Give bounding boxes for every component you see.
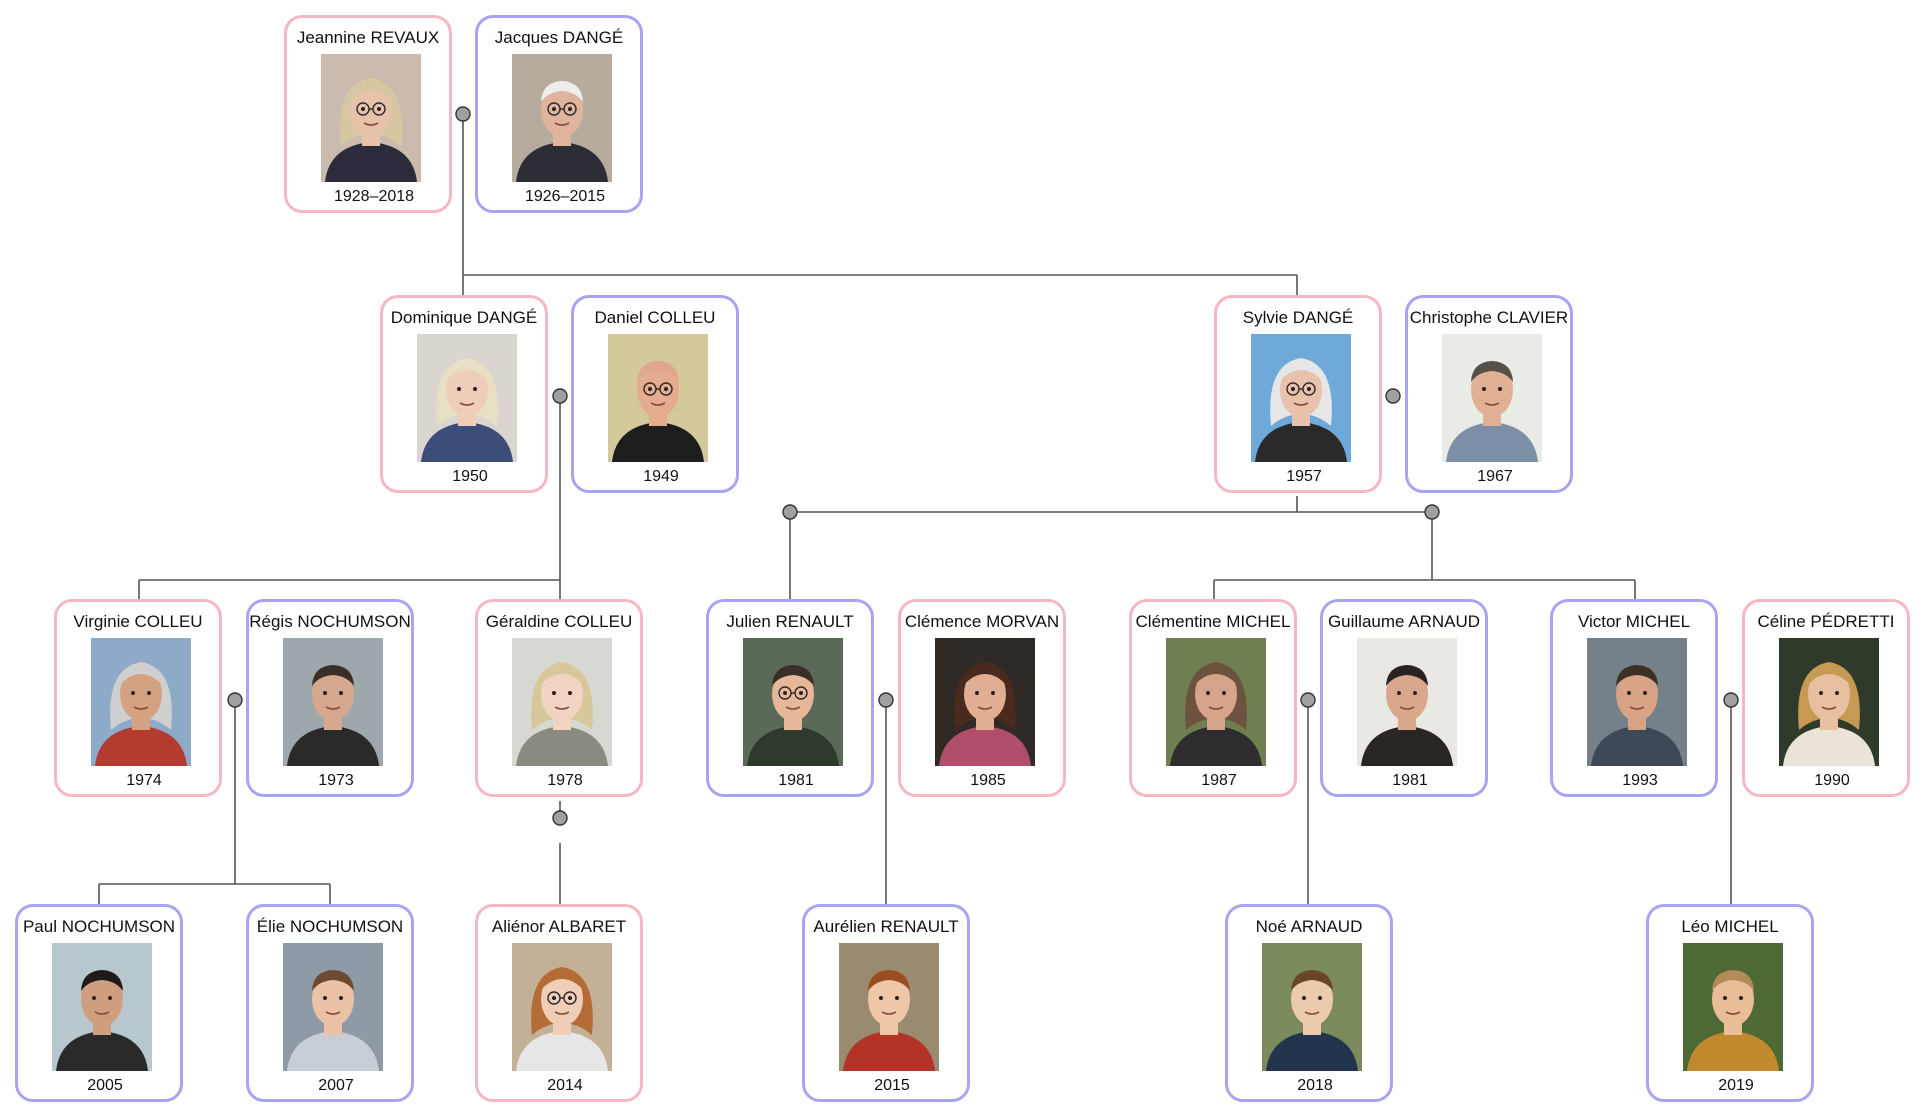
person-name: Julien RENAULT [726, 612, 854, 631]
union-knot [552, 810, 568, 826]
person-name: Géraldine COLLEU [485, 612, 633, 631]
person-dates: 1928–2018 [333, 188, 415, 205]
person-photo [512, 943, 612, 1071]
person-name: Virginie COLLEU [73, 612, 203, 631]
person-photo [321, 54, 421, 182]
person-photo [743, 638, 843, 766]
person-dates: 1985 [970, 772, 1006, 789]
person-card-dominique[interactable]: Dominique DANGÉ 1950 [380, 295, 548, 493]
person-photo [1357, 638, 1457, 766]
person-photo [608, 334, 708, 462]
person-name: Aurélien RENAULT [813, 917, 959, 936]
person-name: Victor MICHEL [1577, 612, 1691, 631]
person-photo [839, 943, 939, 1071]
person-card-guillaume[interactable]: Guillaume ARNAUD 1981 [1320, 599, 1488, 797]
person-name: Jeannine REVAUX [296, 28, 440, 47]
person-card-alienor[interactable]: Aliénor ALBARET 2014 [475, 904, 643, 1102]
person-card-geraldine[interactable]: Géraldine COLLEU 1978 [475, 599, 643, 797]
person-name: Clémentine MICHEL [1135, 612, 1291, 631]
person-card-noe[interactable]: Noé ARNAUD 2018 [1225, 904, 1393, 1102]
person-dates: 1950 [452, 468, 488, 485]
person-dates: 1957 [1286, 468, 1322, 485]
person-dates: 1967 [1477, 468, 1513, 485]
person-name: Aliénor ALBARET [491, 917, 627, 936]
person-card-jacques[interactable]: Jacques DANGÉ 1926–2015 [475, 15, 643, 213]
person-photo [512, 54, 612, 182]
person-dates: 2007 [318, 1077, 354, 1094]
person-photo [91, 638, 191, 766]
union-knot [1300, 692, 1316, 708]
person-name: Sylvie DANGÉ [1242, 308, 1354, 327]
person-photo [512, 638, 612, 766]
person-dates: 2019 [1718, 1077, 1754, 1094]
person-dates: 1973 [318, 772, 354, 789]
person-dates: 1949 [643, 468, 679, 485]
person-name: Léo MICHEL [1681, 917, 1779, 936]
person-dates: 1990 [1814, 772, 1850, 789]
person-dates: 1993 [1622, 772, 1658, 789]
person-dates: 2014 [547, 1077, 583, 1094]
union-knot [782, 504, 798, 520]
person-dates: 1926–2015 [524, 188, 606, 205]
person-dates: 1981 [778, 772, 814, 789]
person-card-aurelien[interactable]: Aurélien RENAULT 2015 [802, 904, 970, 1102]
person-photo [52, 943, 152, 1071]
union-knot [455, 106, 471, 122]
person-photo [283, 638, 383, 766]
person-card-celine[interactable]: Céline PÉDRETTI 1990 [1742, 599, 1910, 797]
person-card-julien[interactable]: Julien RENAULT 1981 [706, 599, 874, 797]
person-photo [1166, 638, 1266, 766]
person-name: Daniel COLLEU [594, 308, 716, 327]
union-knot [227, 692, 243, 708]
person-card-virginie[interactable]: Virginie COLLEU 1974 [54, 599, 222, 797]
person-name: Paul NOCHUMSON [22, 917, 176, 936]
person-name: Céline PÉDRETTI [1757, 612, 1895, 631]
person-dates: 2005 [87, 1077, 123, 1094]
person-photo [1779, 638, 1879, 766]
union-knot [1385, 388, 1401, 404]
person-photo [283, 943, 383, 1071]
union-knot [878, 692, 894, 708]
union-knot [552, 388, 568, 404]
person-photo [1251, 334, 1351, 462]
person-name: Clémence MORVAN [904, 612, 1060, 631]
person-card-daniel[interactable]: Daniel COLLEU 1949 [571, 295, 739, 493]
person-name: Jacques DANGÉ [494, 28, 624, 47]
person-card-regis[interactable]: Régis NOCHUMSON 1973 [246, 599, 414, 797]
person-dates: 1981 [1392, 772, 1428, 789]
person-name: Christophe CLAVIER [1409, 308, 1569, 327]
person-card-elie[interactable]: Élie NOCHUMSON 2007 [246, 904, 414, 1102]
person-dates: 2018 [1297, 1077, 1333, 1094]
person-card-clemence[interactable]: Clémence MORVAN 1985 [898, 599, 1066, 797]
person-name: Guillaume ARNAUD [1327, 612, 1481, 631]
person-name: Élie NOCHUMSON [256, 917, 404, 936]
person-card-clementine[interactable]: Clémentine MICHEL 1987 [1129, 599, 1297, 797]
person-dates: 2015 [874, 1077, 910, 1094]
person-photo [1683, 943, 1783, 1071]
person-card-christophe[interactable]: Christophe CLAVIER 1967 [1405, 295, 1573, 493]
person-card-sylvie[interactable]: Sylvie DANGÉ 1957 [1214, 295, 1382, 493]
person-name: Dominique DANGÉ [390, 308, 538, 327]
person-name: Régis NOCHUMSON [249, 612, 411, 631]
person-name: Noé ARNAUD [1255, 917, 1363, 936]
person-card-victor[interactable]: Victor MICHEL 1993 [1550, 599, 1718, 797]
person-photo [1262, 943, 1362, 1071]
person-dates: 1974 [126, 772, 162, 789]
person-dates: 1978 [547, 772, 583, 789]
union-knot [1424, 504, 1440, 520]
person-photo [935, 638, 1035, 766]
person-photo [1587, 638, 1687, 766]
union-knot [1723, 692, 1739, 708]
person-card-jeannine[interactable]: Jeannine REVAUX 1928–2018 [284, 15, 452, 213]
person-dates: 1987 [1201, 772, 1237, 789]
person-photo [1442, 334, 1542, 462]
person-card-leo[interactable]: Léo MICHEL 2019 [1646, 904, 1814, 1102]
person-card-paul[interactable]: Paul NOCHUMSON 2005 [15, 904, 183, 1102]
person-photo [417, 334, 517, 462]
